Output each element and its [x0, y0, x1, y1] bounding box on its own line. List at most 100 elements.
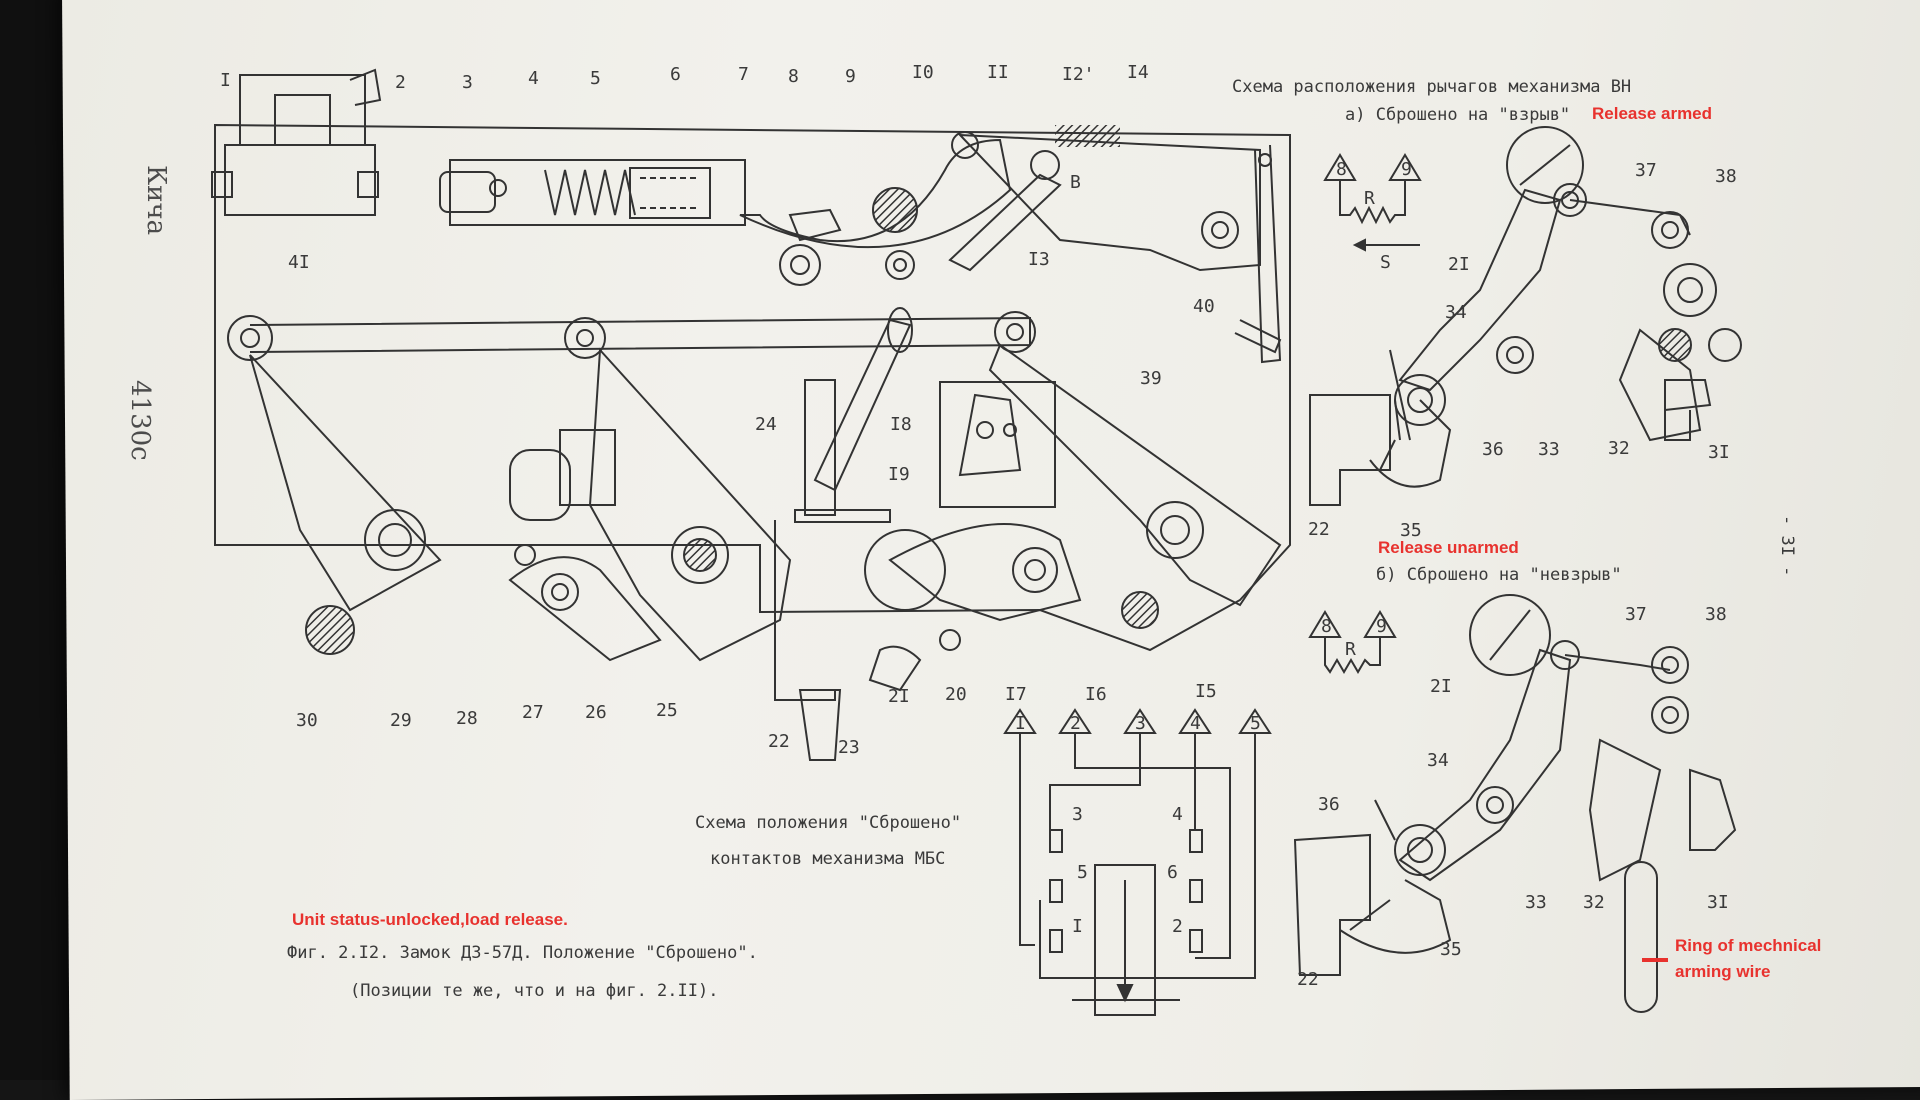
part-label: 20: [945, 684, 967, 705]
part-label: II: [987, 62, 1009, 83]
contacts-title-line2: контактов механизма МБС: [710, 849, 945, 869]
terminal-label: 3: [1135, 713, 1146, 734]
resistor-label: R: [1364, 188, 1375, 209]
part-label: 25: [656, 700, 678, 721]
part-label: 28: [456, 708, 478, 729]
part-label: 4I: [288, 252, 310, 273]
part-label: 3: [462, 72, 473, 93]
part-label: 6: [670, 64, 681, 85]
lever-label: 33: [1525, 892, 1547, 913]
top-levers: [740, 125, 1280, 362]
part-label: 4: [528, 68, 539, 89]
page-number: - 3I -: [1777, 515, 1797, 576]
lever-label: 34: [1445, 302, 1467, 323]
lever-label: 2I: [1448, 254, 1470, 275]
lever-label: 34: [1427, 750, 1449, 771]
part-label: 5: [590, 68, 601, 89]
variant-b-labels: 37 38 2I 34 36 33 32 3I 35 22 8 9 R: [1297, 604, 1729, 990]
variant-a-title: а) Сброшено на "взрыв": [1345, 105, 1570, 125]
lever-label: 32: [1583, 892, 1605, 913]
lever-label: 3I: [1707, 892, 1729, 913]
annotation-unit-status: Unit status-unlocked,load release.: [292, 910, 568, 929]
levers-title: Схема расположения рычагов механизма ВН: [1232, 77, 1631, 97]
terminal-label: 9: [1401, 159, 1412, 180]
part-label: I6: [1085, 684, 1107, 705]
part-label: I4: [1127, 62, 1149, 83]
contacts-schematic: [1005, 710, 1270, 1015]
variant-b-symbol: [1310, 612, 1395, 672]
terminal-label: 2: [1070, 713, 1081, 734]
variant-b-levers: [1295, 595, 1735, 1012]
part-label: 40: [1193, 296, 1215, 317]
part-numbers: I 2 3 4 5 6 7 8 9 I0 II I2' I4 I3 В 4I 4…: [220, 62, 1217, 758]
part-label: I0: [912, 62, 934, 83]
terminal-label: 5: [1250, 713, 1261, 734]
lower-mechanism: [306, 430, 960, 760]
part-label: 2: [395, 72, 406, 93]
lever-label: 37: [1625, 604, 1647, 625]
part-label: 23: [838, 737, 860, 758]
part-label: 2I: [888, 686, 910, 707]
spring-cylinder: [440, 160, 745, 225]
part-label: I9: [888, 464, 910, 485]
lever-label: 33: [1538, 439, 1560, 460]
variant-a-symbol: [1325, 155, 1420, 250]
lever-label: 38: [1715, 166, 1737, 187]
part-label: 22: [768, 731, 790, 752]
lever-label: 32: [1608, 438, 1630, 459]
terminal-label: 8: [1336, 159, 1347, 180]
part-label: 24: [755, 414, 777, 435]
part-label: 8: [788, 66, 799, 87]
terminal-label: I: [1015, 713, 1026, 734]
center-lever: [775, 308, 912, 700]
lever-label: 3I: [1708, 442, 1730, 463]
contact-label: 6: [1167, 862, 1178, 883]
part-label: В: [1070, 172, 1081, 193]
variant-a-levers: [1310, 127, 1741, 505]
annotation-release-armed: Release armed: [1592, 104, 1712, 123]
part-label: I8: [890, 414, 912, 435]
contacts-title-line1: Схема положения "Сброшено": [695, 813, 961, 833]
terminal-label: 9: [1376, 616, 1387, 637]
part-label: 26: [585, 702, 607, 723]
terminal-label: 8: [1321, 616, 1332, 637]
part-label: I3: [1028, 249, 1050, 270]
contact-label: I: [1072, 916, 1083, 937]
lever-label: 35: [1440, 939, 1462, 960]
lock-housing: [212, 70, 380, 215]
variant-b-title: б) Сброшено на "невзрыв": [1376, 565, 1622, 585]
lever-label: 38: [1705, 604, 1727, 625]
lever-label: 35: [1400, 520, 1422, 541]
part-label: 39: [1140, 368, 1162, 389]
part-label: I2': [1062, 64, 1095, 85]
switch-box: [940, 382, 1055, 507]
contact-label: 5: [1077, 862, 1088, 883]
figure-caption: Фиг. 2.I2. Замок ДЗ-57Д. Положение "Сбро…: [287, 943, 758, 963]
part-label: 9: [845, 66, 856, 87]
direction-label: S: [1380, 252, 1391, 273]
lever-label: 22: [1297, 969, 1319, 990]
contact-label: 2: [1172, 916, 1183, 937]
part-label: I: [220, 70, 231, 91]
lever-label: 36: [1482, 439, 1504, 460]
contact-labels: I 2 3 4 5 3 4 5 6 I 2: [1015, 713, 1261, 937]
dark-background: [0, 0, 70, 1080]
main-plate: [215, 125, 1290, 650]
variant-a-labels: 37 38 2I 34 36 33 32 3I 35 22 8 9 R S: [1308, 159, 1737, 541]
part-label: I5: [1195, 681, 1217, 702]
lever-label: 36: [1318, 794, 1340, 815]
contact-label: 3: [1072, 804, 1083, 825]
figure-caption-sub: (Позиции те же, что и на фиг. 2.II).: [350, 981, 718, 1001]
contact-label: 4: [1172, 804, 1183, 825]
rod-2: [228, 312, 1035, 360]
annotation-ring-line2: arming wire: [1675, 962, 1770, 981]
frame-levers: [250, 345, 1280, 660]
resistor-label: R: [1345, 639, 1356, 660]
part-label: 30: [296, 710, 318, 731]
margin-handwritten-code: 4130с: [125, 380, 155, 461]
part-label: 29: [390, 710, 412, 731]
part-label: 7: [738, 64, 749, 85]
lever-label: 2I: [1430, 676, 1452, 697]
part-label: I7: [1005, 684, 1027, 705]
annotation-ring-line1: Ring of mechnical: [1675, 936, 1821, 955]
